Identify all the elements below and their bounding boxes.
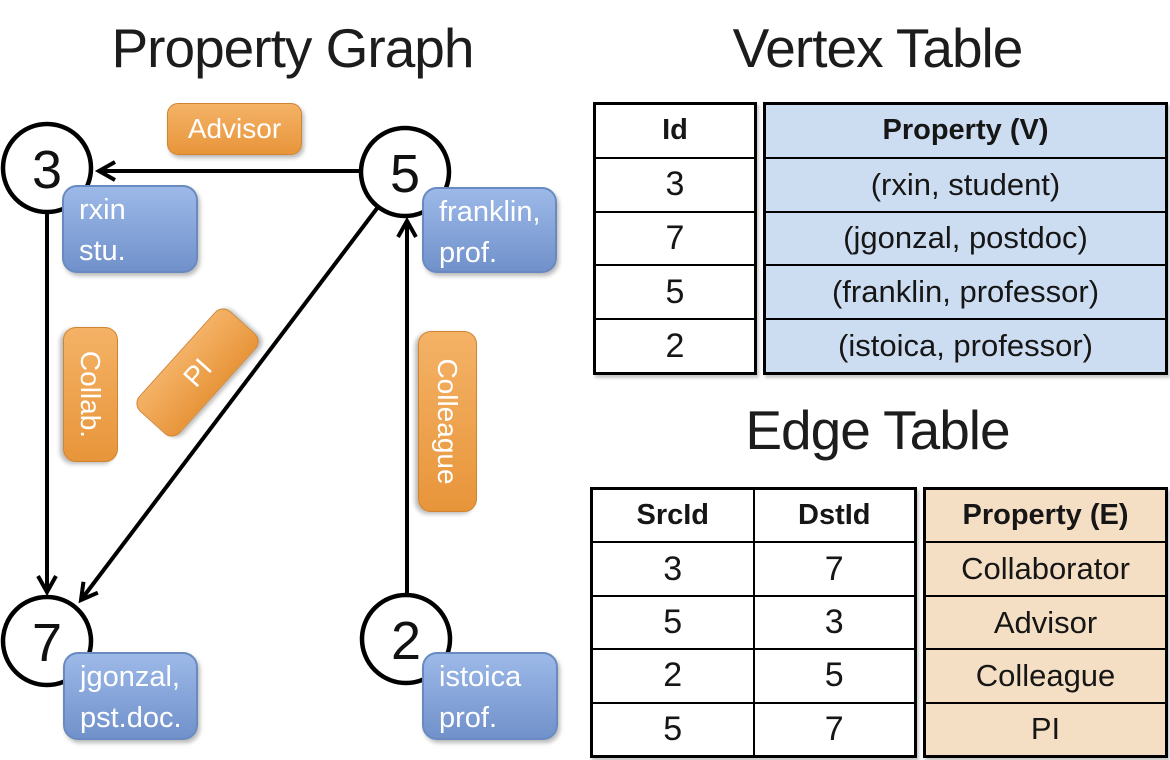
- vertex-id-7: 7: [32, 613, 62, 673]
- vertex-table-property-column: Property (V) (rxin, student) (jgonzal, p…: [763, 102, 1168, 375]
- edge-property-cell: PI: [1030, 711, 1061, 747]
- edge-property-cell: Colleague: [975, 657, 1116, 693]
- vertex-id-cell: 3: [665, 165, 685, 204]
- edge-dstid-cell: 7: [824, 709, 844, 748]
- edge-label-advisor: Advisor: [167, 103, 302, 155]
- vertex-table-id-header: Id: [662, 114, 688, 147]
- edge-srcid-cell: 2: [593, 650, 755, 702]
- edge-table-title: Edge Table: [745, 399, 1010, 461]
- vertex-property-cell: (jgonzal, postdoc): [843, 220, 1088, 256]
- vertex-property-line: istoica: [439, 661, 522, 693]
- vertex-property-cell: (istoica, professor): [838, 328, 1093, 364]
- edge-dstid-cell: 3: [824, 603, 844, 642]
- vertex-table-title: Vertex Table: [732, 17, 1024, 79]
- vertex-property-box-franklin: franklin, prof.: [422, 187, 557, 273]
- vertex-property-line: pst.doc.: [80, 702, 182, 734]
- vertex-property-line: franklin,: [439, 196, 541, 228]
- vertex-id-cell: 5: [665, 272, 685, 311]
- edge-property-cell: Advisor: [993, 604, 1098, 640]
- edge-label-colleague: Colleague: [418, 331, 477, 512]
- edge-srcid-cell: 5: [593, 703, 755, 756]
- edge-srcid-cell: 5: [593, 596, 755, 649]
- vertex-property-box-jgonzal: jgonzal, pst.doc.: [63, 652, 198, 740]
- edge-dstid-cell: 5: [824, 656, 844, 695]
- edge-table-dstid-header: DstId: [798, 499, 871, 532]
- vertex-property-line: rxin: [79, 194, 126, 226]
- property-graph-title: Property Graph: [111, 17, 474, 79]
- vertex-id-cell: 7: [665, 218, 685, 257]
- vertex-table-id-column: Id 3 7 5 2: [593, 102, 757, 375]
- vertex-property-line: stu.: [79, 235, 126, 267]
- edge-dstid-cell: 7: [824, 549, 844, 588]
- edge-line-pi-5-to-7: [78, 205, 380, 604]
- edge-table-srcid-header: SrcId: [593, 490, 755, 542]
- vertex-id-cell: 2: [665, 326, 685, 365]
- vertex-property-line: prof.: [439, 702, 498, 734]
- vertex-id-3: 3: [32, 140, 62, 200]
- edge-table-property-column: Property (E) Collaborator Advisor Collea…: [923, 487, 1168, 758]
- edge-table-property-header: Property (E): [962, 499, 1129, 532]
- edge-srcid-cell: 3: [593, 543, 755, 595]
- vertex-property-box-istoica: istoica prof.: [422, 652, 558, 740]
- vertex-table-property-header: Property (V): [882, 114, 1049, 147]
- edge-property-cell: Collaborator: [961, 551, 1130, 587]
- vertex-property-cell: (franklin, professor): [831, 274, 1100, 310]
- vertex-id-5: 5: [390, 144, 420, 204]
- vertex-property-line: prof.: [439, 237, 498, 269]
- vertex-property-box-rxin: rxin stu.: [62, 185, 198, 273]
- vertex-id-2: 2: [391, 611, 421, 671]
- edge-table-id-columns: SrcId DstId 3 7 5 3 2 5 5 7: [590, 487, 917, 758]
- edge-label-collab: Collab.: [63, 327, 118, 462]
- vertex-property-cell: (rxin, student): [870, 166, 1061, 202]
- vertex-property-line: jgonzal,: [80, 661, 180, 693]
